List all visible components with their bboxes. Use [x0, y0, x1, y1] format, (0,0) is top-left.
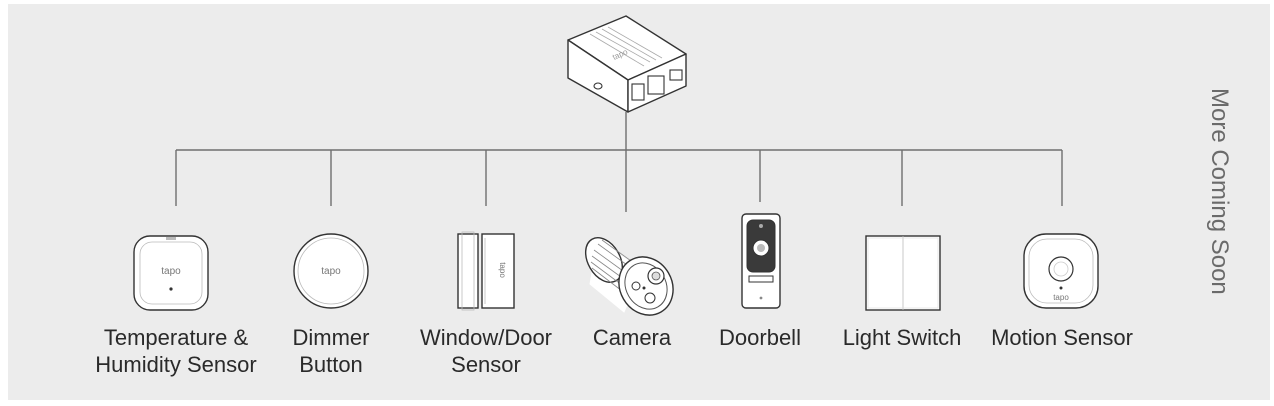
label-line-1: Window/Door	[419, 325, 553, 350]
motion-sensor-icon: tapo	[1023, 233, 1099, 309]
temp-sensor-logo: tapo	[161, 266, 181, 277]
label-window-door-sensor: Window/Door Sensor	[406, 324, 566, 378]
label-doorbell: Doorbell	[700, 324, 820, 351]
window-door-sensor: tapo	[456, 230, 518, 317]
more-coming-soon-text: More Coming Soon	[1206, 88, 1233, 295]
label-line-1: Camera	[592, 325, 672, 350]
more-coming-soon-note: More Coming Soon	[1203, 88, 1233, 328]
dimmer-button-icon: tapo	[293, 233, 369, 309]
doorbell-device	[740, 212, 782, 315]
label-camera: Camera	[572, 324, 692, 351]
motion-sensor-device: tapo	[1022, 232, 1100, 315]
camera-device	[584, 226, 680, 321]
temp-humidity-sensor-icon: tapo	[133, 235, 209, 311]
window-sensor-logo: tapo	[498, 262, 507, 278]
temp-humidity-sensor: tapo	[132, 234, 210, 317]
label-line-1: Light Switch	[842, 325, 962, 350]
doorbell-icon	[741, 213, 781, 309]
label-temp-humidity-sensor: Temperature & Humidity Sensor	[76, 324, 276, 378]
dimmer-button-device: tapo	[292, 232, 370, 315]
label-motion-sensor: Motion Sensor	[977, 324, 1147, 351]
motion-sensor-logo: tapo	[1053, 293, 1069, 302]
label-line-1: Doorbell	[719, 325, 801, 350]
label-line-2: Sensor	[451, 352, 521, 377]
label-dimmer-button: Dimmer Button	[261, 324, 401, 378]
label-line-1: Temperature &	[103, 325, 249, 350]
label-line-2: Button	[299, 352, 363, 377]
camera-icon	[584, 237, 674, 316]
light-switch-icon	[865, 235, 941, 311]
hub-device: tapo	[560, 14, 694, 119]
label-line-2: Humidity Sensor	[95, 352, 257, 377]
window-door-sensor-icon: tapo	[457, 231, 515, 311]
label-line-1: Dimmer	[292, 325, 370, 350]
light-switch-device	[864, 234, 942, 317]
label-light-switch: Light Switch	[827, 324, 977, 351]
label-line-1: Motion Sensor	[991, 325, 1133, 350]
dimmer-logo: tapo	[321, 266, 341, 277]
hub-icon: tapo	[567, 15, 687, 113]
